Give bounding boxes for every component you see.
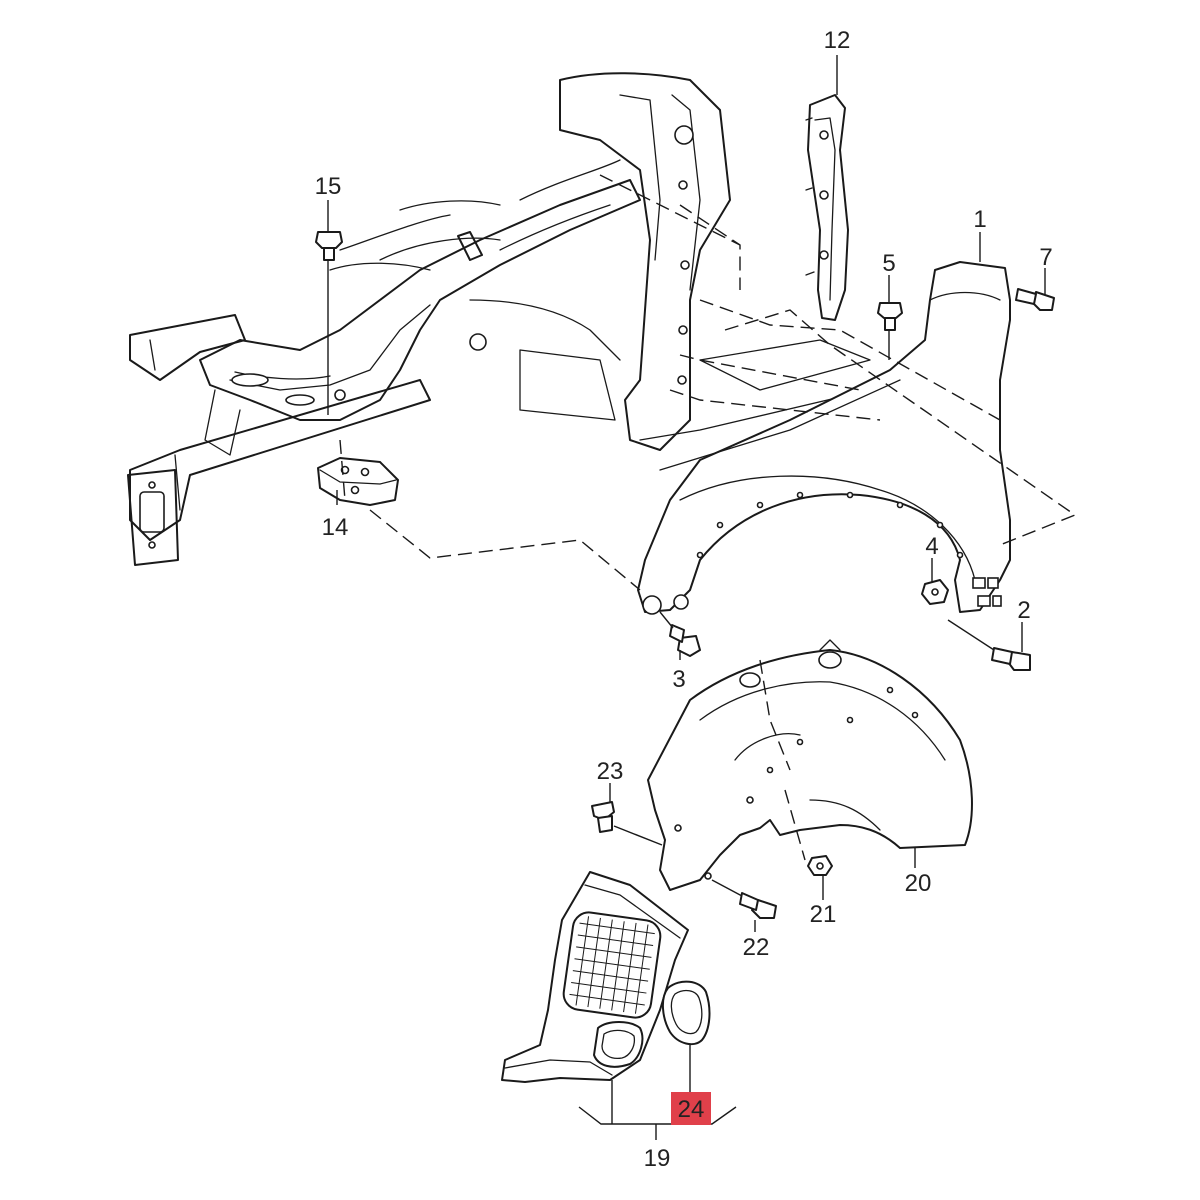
part-1-fender — [637, 261, 1011, 615]
part-14-bracket — [317, 457, 399, 506]
part-15-bolt — [315, 231, 343, 261]
callout-7: 7 — [1039, 244, 1052, 271]
part-3-bolt — [669, 624, 701, 657]
callout-12: 12 — [824, 27, 851, 54]
part-20-wheel-housing-liner — [647, 639, 973, 891]
callout-5: 5 — [882, 250, 895, 277]
part-5-bolt — [877, 302, 903, 331]
callout-14: 14 — [322, 514, 349, 541]
part-12-pillar-bracket — [805, 94, 849, 321]
callout-20: 20 — [905, 870, 932, 897]
callout-22: 22 — [743, 934, 770, 961]
callout-1: 1 — [973, 206, 986, 233]
callout-21: 21 — [810, 901, 837, 928]
part-24-gasket — [662, 980, 711, 1046]
body-structure — [127, 72, 871, 566]
callout-15: 15 — [315, 173, 342, 200]
part-22-bolt — [739, 892, 777, 919]
callout-23: 23 — [597, 758, 624, 785]
leader-lines — [327, 55, 1046, 1140]
callout-labels: 12 15 1 5 7 14 4 2 3 23 20 21 22 24 19 — [315, 27, 1053, 1172]
callout-2: 2 — [1017, 597, 1030, 624]
assembly-lines — [339, 174, 1077, 861]
part-19-lower-liner — [501, 871, 689, 1083]
part-4-nut — [921, 579, 949, 605]
callout-24-highlight — [671, 1092, 711, 1125]
callout-3: 3 — [672, 666, 685, 693]
callout-19: 19 — [644, 1145, 671, 1172]
part-23-clip — [591, 801, 615, 833]
part-21-nut — [807, 855, 833, 876]
part-7-bolt — [1015, 288, 1055, 311]
callout-24: 24 — [678, 1096, 705, 1123]
grille-mesh — [569, 916, 655, 1014]
callout-4: 4 — [925, 533, 938, 560]
part-2-bolt — [991, 647, 1031, 671]
